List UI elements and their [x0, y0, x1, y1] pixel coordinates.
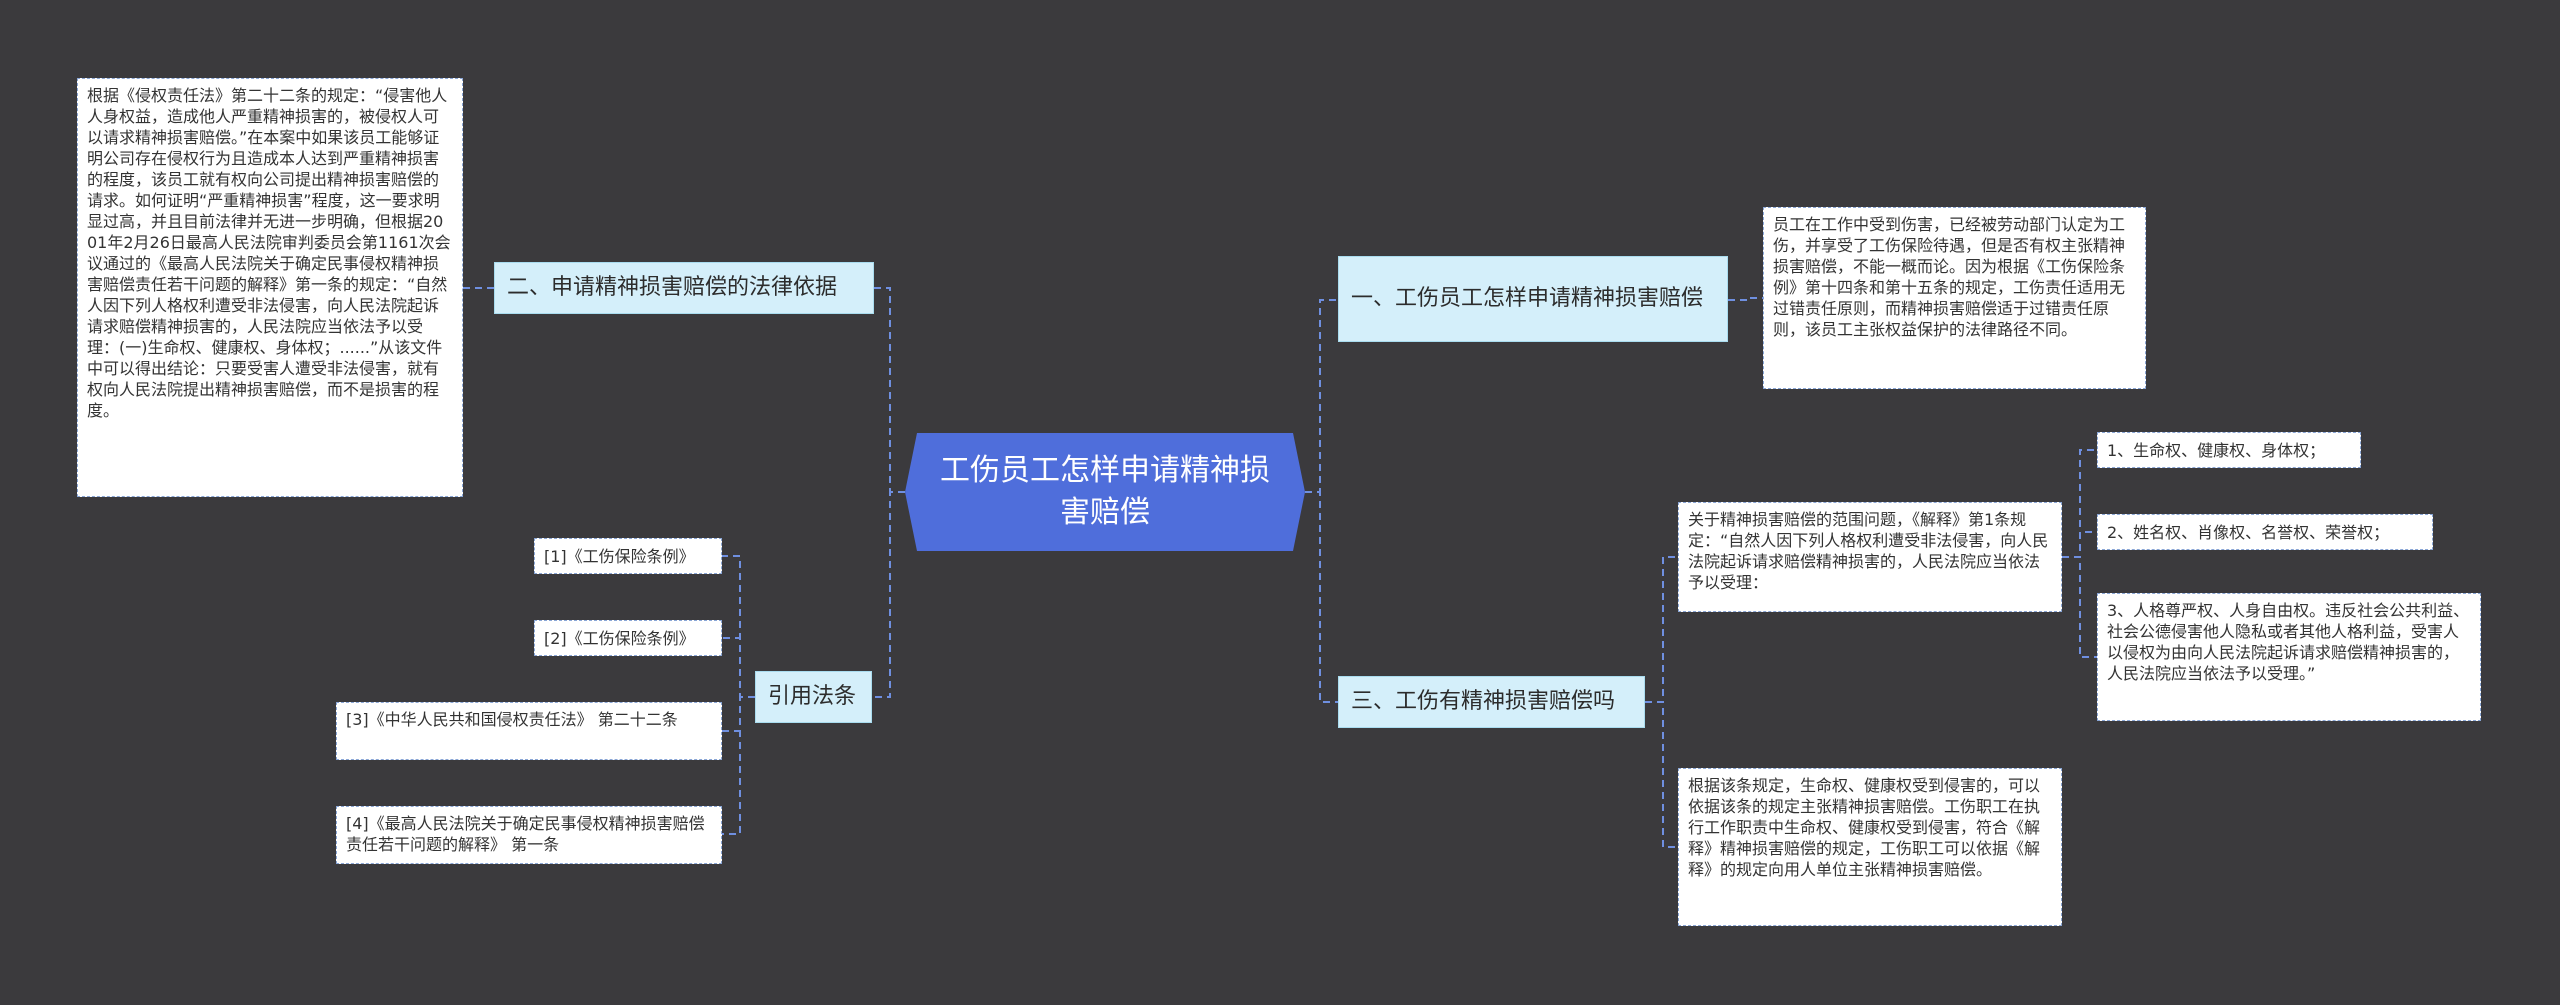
branch-label: 一、工伤员工怎样申请精神损害赔偿	[1351, 286, 1704, 311]
link-b3-leaf1	[1645, 556, 1678, 703]
root-label: 工伤员工怎样申请精神损害赔偿	[940, 453, 1270, 530]
link-sub2	[2062, 531, 2097, 558]
sub-item-text: 3、人格尊严权、人身自由权。违反社会公共利益、社会公德侵害他人隐私或者其他人格利…	[2107, 601, 2470, 683]
sub-item-1: 1、生命权、健康权、身体权；	[2097, 432, 2361, 468]
link-sub3	[2062, 556, 2097, 658]
branch-label: 三、工伤有精神损害赔偿吗	[1351, 689, 1616, 714]
link-b4-i2	[722, 637, 755, 698]
link-root-b2	[874, 287, 905, 493]
branch-label: 二、申请精神损害赔偿的法律依据	[507, 275, 838, 300]
link-b4-i1	[722, 555, 755, 698]
sub-item-2: 2、姓名权、肖像权、名誉权、荣誉权；	[2097, 514, 2433, 550]
link-root-b1	[1305, 299, 1338, 493]
leaf-b3-scope: 关于精神损害赔偿的范围问题，《解释》第1条规定：“自然人因下列人格权利遭受非法侵…	[1678, 502, 2062, 612]
cited-law-2[interactable]: [2]《工伤保险条例》	[534, 620, 722, 656]
link-root-b3	[1305, 491, 1338, 703]
cited-law-text: [1]《工伤保险条例》	[544, 546, 695, 566]
cited-law-text: [4]《最高人民法院关于确定民事侵权精神损害赔偿责任若干问题的解释》 第一条	[346, 814, 705, 854]
link-b4-i3	[722, 696, 755, 732]
cited-law-1[interactable]: [1]《工伤保险条例》	[534, 538, 722, 574]
cited-law-text: [3]《中华人民共和国侵权责任法》 第二十二条	[346, 710, 678, 729]
link-root-b4	[872, 491, 905, 698]
sub-item-text: 1、生命权、健康权、身体权；	[2107, 440, 2326, 460]
cited-law-text: [2]《工伤保险条例》	[544, 628, 695, 648]
branch-mental-damage-question[interactable]: 三、工伤有精神损害赔偿吗	[1338, 676, 1645, 728]
leaf-text: 根据《侵权责任法》第二十二条的规定：“侵害他人人身权益，造成他人严重精神损害的，…	[87, 86, 451, 420]
cited-law-4[interactable]: [4]《最高人民法院关于确定民事侵权精神损害赔偿责任若干问题的解释》 第一条	[336, 806, 722, 864]
leaf-b3-conclusion: 根据该条规定，生命权、健康权受到侵害的，可以依据该条的规定主张精神损害赔偿。工伤…	[1678, 768, 2062, 926]
leaf-text: 员工在工作中受到伤害，已经被劳动部门认定为工伤，并享受了工伤保险待遇，但是否有权…	[1773, 215, 2126, 339]
sub-item-text: 2、姓名权、肖像权、名誉权、荣誉权；	[2107, 522, 2390, 542]
branch-work-injury-claim[interactable]: 一、工伤员工怎样申请精神损害赔偿	[1338, 256, 1728, 342]
branch-legal-basis[interactable]: 二、申请精神损害赔偿的法律依据	[494, 262, 874, 314]
branch-label: 引用法条	[768, 684, 857, 709]
link-b3-leaf2	[1645, 701, 1678, 848]
link-b4-i4	[722, 696, 755, 835]
leaf-b1-explanation: 员工在工作中受到伤害，已经被劳动部门认定为工伤，并享受了工伤保险待遇，但是否有权…	[1763, 207, 2146, 389]
branch-cited-laws[interactable]: 引用法条	[755, 671, 872, 723]
root-node[interactable]: 工伤员工怎样申请精神损害赔偿	[905, 433, 1305, 551]
link-b1-leaf	[1728, 297, 1763, 301]
cited-law-3[interactable]: [3]《中华人民共和国侵权责任法》 第二十二条	[336, 702, 722, 760]
link-sub1	[2062, 449, 2097, 558]
leaf-text: 根据该条规定，生命权、健康权受到侵害的，可以依据该条的规定主张精神损害赔偿。工伤…	[1688, 776, 2041, 879]
leaf-text: 关于精神损害赔偿的范围问题，《解释》第1条规定：“自然人因下列人格权利遭受非法侵…	[1688, 510, 2049, 592]
sub-item-3: 3、人格尊严权、人身自由权。违反社会公共利益、社会公德侵害他人隐私或者其他人格利…	[2097, 593, 2481, 721]
leaf-b2-explanation: 根据《侵权责任法》第二十二条的规定：“侵害他人人身权益，造成他人严重精神损害的，…	[77, 78, 463, 497]
